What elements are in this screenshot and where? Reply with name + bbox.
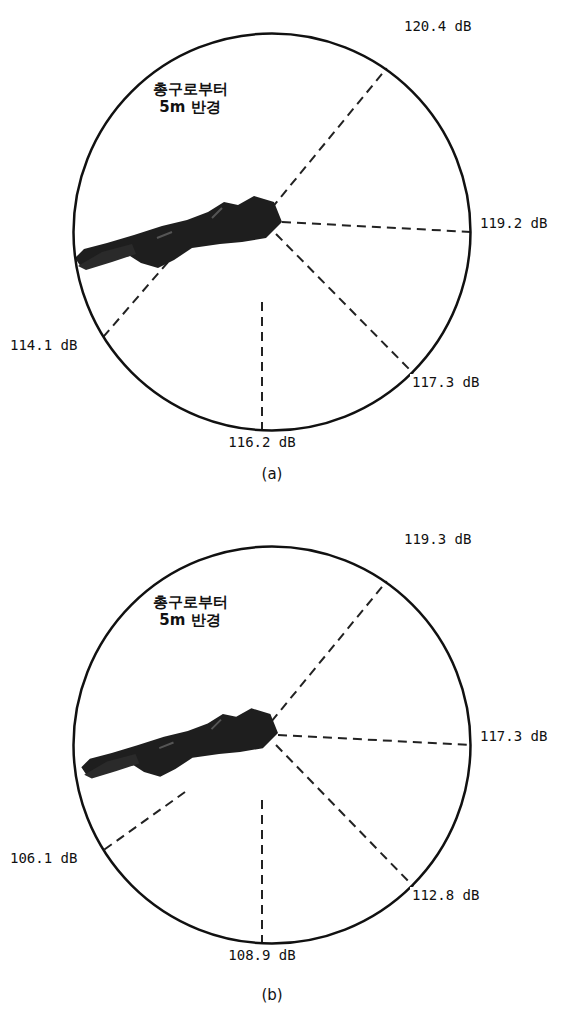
dashed-ray [102,262,168,338]
circle-outline [72,32,472,432]
soldier-detail [157,208,222,238]
circle-outline [74,34,471,431]
dashed-ray [102,792,185,851]
dashed-ray [261,302,263,432]
sound-level: 114.1 dB [8,337,79,354]
dashed-ray [278,735,472,745]
radius-circle: 총구로부터 5m 반경 [72,545,472,945]
panel-caption: (b) [259,986,284,1004]
sound-level: 108.9 dB [226,947,297,964]
dashed-ray [262,581,387,733]
soldier-figure [81,708,278,778]
dashed-ray [276,234,413,373]
sound-level: 117.3 dB [478,728,549,745]
soldier-leg [78,244,136,270]
dashed-ray [282,222,472,232]
dashed-ray [261,800,263,945]
sound-level: 119.2 dB [478,215,549,232]
radius-note: 총구로부터 5m 반경 [144,593,236,629]
dashed-ray [262,68,387,220]
circle-outline [74,547,471,944]
sound-level: 116.2 dB [226,434,297,451]
panel-caption: (a) [260,465,285,483]
circle-outline [72,545,472,945]
radius-circle: 총구로부터 5m 반경 [72,32,472,432]
sound-level: 117.3 dB [410,374,481,391]
soldier-detail [159,720,221,749]
soldier-leg [84,754,139,779]
radius-note: 총구로부터 5m 반경 [144,80,236,116]
sound-level: 120.4 dB [402,18,473,35]
dashed-ray [276,745,413,886]
sound-level: 112.8 dB [410,887,481,904]
sound-level: 106.1 dB [8,850,79,867]
soldier-figure [75,196,282,270]
sound-level: 119.3 dB [402,531,473,548]
